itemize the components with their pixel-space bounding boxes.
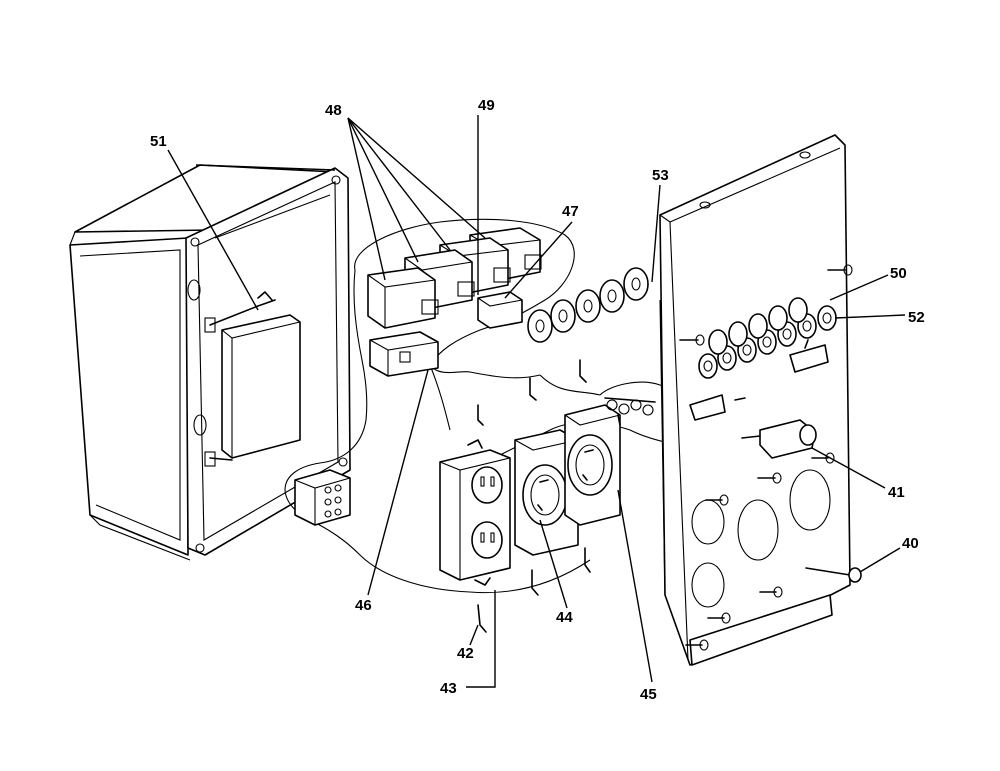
callout-labels: 51 48 49 47 53 50 52 41 40 46 44 42 43 4… [150, 97, 925, 703]
callout-44: 44 [556, 609, 573, 626]
callout-46: 46 [355, 597, 372, 614]
twist-lock-receptacle-2 [564, 404, 621, 526]
callout-51: 51 [150, 133, 167, 150]
callout-48: 48 [325, 102, 342, 119]
callout-41: 41 [888, 484, 905, 501]
circuit-breakers [698, 297, 837, 379]
terminal-cluster [604, 397, 656, 426]
callout-50: 50 [890, 265, 907, 282]
callout-53: 53 [652, 167, 669, 184]
wire-connector-plug [294, 469, 351, 526]
callout-49: 49 [478, 97, 495, 114]
duplex-receptacle [439, 439, 511, 586]
twist-lock-receptacle-1 [514, 429, 579, 556]
callout-45: 45 [640, 686, 657, 703]
toggle-switches [689, 339, 829, 459]
spade-terminals [477, 359, 591, 633]
callout-40: 40 [902, 535, 919, 552]
wire-harness [284, 218, 741, 594]
panel-screws [679, 264, 862, 651]
relay-assembly [367, 227, 542, 377]
callout-47: 47 [562, 203, 579, 220]
callout-52: 52 [908, 309, 925, 326]
capacitor-block [204, 291, 301, 467]
leader-lines [167, 115, 906, 688]
front-panel [659, 134, 851, 666]
callout-42: 42 [457, 645, 474, 662]
callout-43: 43 [440, 680, 457, 697]
washer-set [527, 267, 649, 343]
